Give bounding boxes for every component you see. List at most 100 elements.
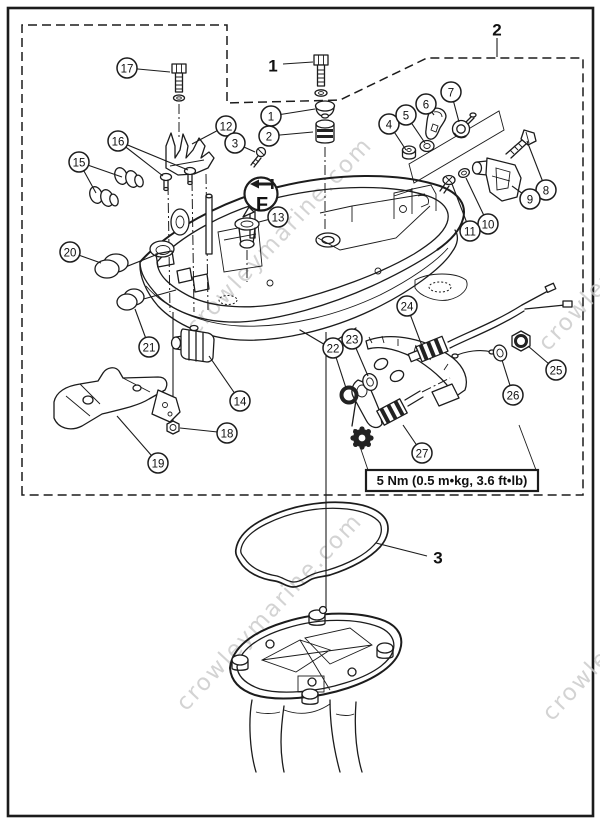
part-27-connector — [376, 398, 408, 426]
mount-plane — [408, 110, 505, 184]
callout-19[interactable]: 19 — [116, 415, 169, 474]
torque-note: 5 Nm (0.5 m•kg, 3.6 ft•lb) — [364, 468, 540, 493]
callout-6[interactable]: 6 — [415, 93, 437, 116]
callout-23[interactable]: 23 — [341, 328, 369, 377]
part-8-bolt — [505, 129, 537, 159]
callout-number: 4 — [386, 119, 393, 131]
callout-5[interactable]: 5 — [395, 104, 426, 144]
direction-label: F — [256, 194, 268, 216]
callout-number: 14 — [234, 396, 247, 408]
group-label-3: 3 — [375, 542, 443, 567]
part-21-cap — [116, 288, 177, 311]
group-label-1: 1 — [268, 56, 314, 75]
callout-27[interactable]: 27 — [402, 424, 433, 464]
part-18-nut — [166, 420, 180, 435]
callout-number: 18 — [221, 428, 234, 440]
centerline — [167, 173, 209, 313]
callout-21[interactable]: 21 — [134, 308, 160, 358]
part-20-cap — [94, 253, 159, 279]
part-7-grommet — [451, 112, 477, 139]
callout-number: 16 — [112, 136, 125, 148]
callout-26[interactable]: 26 — [501, 359, 524, 406]
lower-unit — [229, 605, 403, 773]
part-19-bracket — [53, 367, 181, 430]
callout-number: 26 — [507, 390, 520, 402]
mount-bosses — [231, 605, 394, 705]
watermark-text: crowleymarine.com — [537, 518, 600, 726]
callout-number: 9 — [527, 194, 533, 206]
callout-3[interactable]: 3 — [224, 132, 256, 154]
callout-7[interactable]: 7 — [440, 81, 462, 123]
callout-4[interactable]: 4 — [378, 113, 407, 151]
callout-2[interactable]: 2 — [258, 125, 314, 147]
forward-arrow-icon — [250, 179, 259, 189]
callout-17[interactable]: 17 — [116, 57, 171, 79]
part-3-screw — [250, 146, 267, 168]
part-14-mount — [170, 324, 215, 363]
callout-number: 25 — [550, 365, 563, 377]
fuel-connector-assembly — [339, 282, 573, 471]
watermark-text: crowleymarine.com — [533, 148, 600, 356]
callout-number: 2 — [266, 131, 272, 143]
callout-14[interactable]: 14 — [208, 355, 251, 412]
part-9-mount-bracket — [471, 157, 522, 202]
callout-number: 13 — [272, 212, 285, 224]
part-15-grommets — [89, 167, 144, 207]
callout-number: 21 — [143, 342, 156, 354]
callout-13[interactable]: 13 — [258, 206, 289, 228]
part-10-washer — [457, 167, 471, 179]
callout-18[interactable]: 18 — [179, 422, 238, 444]
callout-16[interactable]: 16 — [107, 130, 189, 177]
part-26-washer — [492, 344, 508, 362]
callout-20[interactable]: 20 — [59, 241, 102, 264]
callout-number: 12 — [220, 121, 233, 133]
callout-1[interactable]: 1 — [260, 105, 316, 127]
group-label-2: 2 — [492, 20, 502, 57]
group-label-text: 1 — [268, 56, 277, 75]
part-3-gasket — [234, 501, 389, 588]
callout-number: 20 — [64, 247, 77, 259]
part-4-nut — [401, 145, 417, 160]
callout-number: 1 — [268, 111, 274, 123]
callout-number: 23 — [346, 334, 359, 346]
page-border — [6, 6, 595, 818]
callout-9[interactable]: 9 — [511, 185, 541, 210]
callout-22[interactable]: 22 — [322, 337, 347, 389]
callout-number: 15 — [73, 157, 86, 169]
part-25-nut — [511, 330, 531, 352]
part-1-bolt-stack — [313, 54, 336, 144]
part-24-connector — [407, 335, 449, 363]
diagram-artwork: F — [53, 54, 573, 773]
part-22-nut — [339, 385, 359, 405]
part-13-fitting — [234, 217, 260, 249]
callout-number: 5 — [403, 110, 409, 122]
callout-number: 3 — [232, 138, 238, 150]
callout-number: 27 — [416, 448, 429, 460]
part-17-bolt — [171, 63, 187, 102]
callout-24[interactable]: 24 — [396, 295, 423, 347]
group-label-text: 3 — [433, 548, 442, 567]
callout-25[interactable]: 25 — [527, 345, 567, 381]
callout-12[interactable]: 12 — [191, 115, 237, 145]
callout-number: 11 — [464, 226, 476, 238]
callout-number: 7 — [448, 87, 454, 99]
bottom-cowl — [139, 175, 468, 347]
torque-note-text: 5 Nm (0.5 m•kg, 3.6 ft•lb) — [377, 473, 528, 488]
part-5-washer — [419, 139, 435, 153]
callout-number: 10 — [482, 219, 495, 231]
group-labels: 123 — [268, 20, 501, 567]
callout-number: 8 — [543, 185, 549, 197]
part-16-pins — [159, 166, 197, 192]
parts-group-boundary — [21, 24, 584, 496]
direction-f-balloon: F — [242, 176, 279, 218]
callout-11[interactable]: 11 — [451, 183, 481, 242]
callout-number: 6 — [423, 99, 429, 111]
part-6-clamp — [425, 107, 447, 140]
callout-15[interactable]: 15 — [68, 151, 123, 194]
callout-number: 22 — [327, 343, 340, 355]
callout-number: 17 — [121, 63, 134, 75]
callout-8[interactable]: 8 — [526, 140, 557, 201]
callout-number: 24 — [401, 301, 414, 313]
